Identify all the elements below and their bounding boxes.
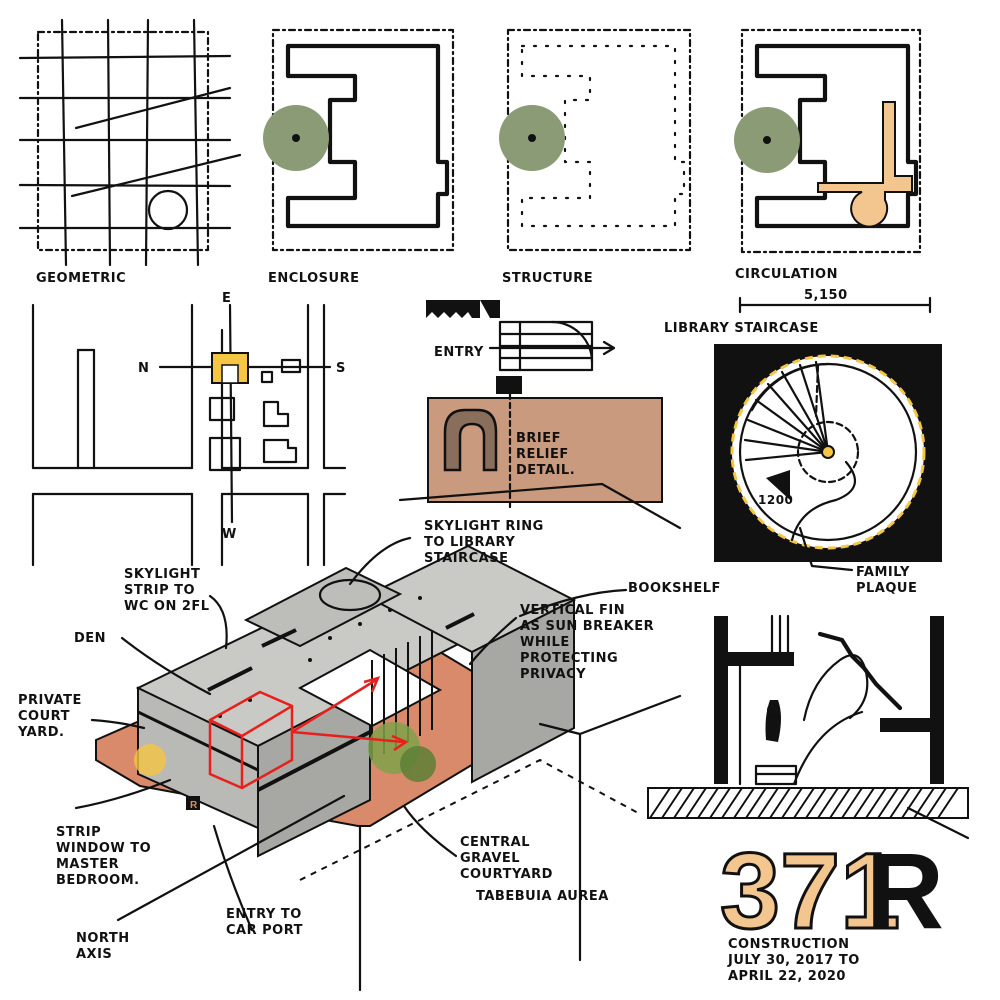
west-label: W [222, 527, 237, 542]
structure-diagram: STRUCTURE [499, 28, 692, 286]
structure-label: STRUCTURE [502, 271, 593, 286]
north-axis-line1: NORTH [76, 931, 130, 946]
vertical-fin-line5: PRIVACY [520, 667, 586, 682]
circulation-label: CIRCULATION [735, 267, 838, 282]
strip-window-line1: STRIP [56, 825, 101, 840]
strip-window-line2: WINDOW TO [56, 841, 151, 856]
strip-window-line4: BEDROOM. [56, 873, 140, 888]
construction-line3: APRIL 22, 2020 [728, 969, 846, 984]
skylight-ring-line3: STAIRCASE [424, 551, 508, 566]
vertical-fin-line2: AS SUN BREAKER [520, 619, 654, 634]
vertical-fin-line4: PROTECTING [520, 651, 618, 666]
svg-text:R: R [190, 800, 198, 811]
geometric-diagram: GEOMETRIC [18, 18, 242, 286]
enclosure-diagram: ENCLOSURE [263, 28, 455, 286]
north-axis-line2: AXIS [76, 947, 112, 962]
project-title: 371 R CONSTRUCTION JULY 30, 2017 TO APRI… [719, 829, 945, 985]
relief-line2: RELIEF [516, 447, 569, 462]
library-staircase-plan: 5,150 LIBRARY STAIRCASE 1200 FAMILY PLAQ… [664, 288, 942, 596]
entry-section: ENTRY BRIEF RELIEF DETAIL. [398, 300, 682, 530]
entry-label: ENTRY [434, 345, 484, 360]
skylight-strip-line3: WC ON 2FL [124, 599, 210, 614]
bookshelf-label: BOOKSHELF [628, 581, 721, 596]
tabebuia-label: TABEBUIA AUREA [476, 889, 609, 904]
den-label: DEN [74, 631, 106, 646]
plaque-line2: PLAQUE [856, 581, 917, 596]
private-court-line3: YARD. [17, 725, 64, 740]
dimension-label: 5,150 [804, 288, 848, 303]
skylight-strip-line2: STRIP TO [124, 583, 195, 598]
entry-carport-line1: ENTRY TO [226, 907, 302, 922]
central-gravel-line2: GRAVEL [460, 851, 520, 866]
strip-window-line3: MASTER [56, 857, 119, 872]
relief-line3: DETAIL. [516, 463, 575, 478]
vertical-fin-line1: VERTICAL FIN [520, 603, 625, 618]
skylight-ring-line2: TO LIBRARY [424, 535, 515, 550]
radius-dimension: 1200 [758, 493, 793, 507]
relief-motif [443, 408, 498, 472]
skylight-strip-line1: SKYLIGHT [124, 567, 200, 582]
entry-carport-line2: CAR PORT [226, 923, 303, 938]
circulation-path [817, 101, 913, 228]
skylight-ring-line1: SKYLIGHT RING [424, 519, 544, 534]
private-court-line2: COURT [18, 709, 70, 724]
project-letter: R [866, 830, 944, 951]
circulation-diagram: CIRCULATION [734, 28, 922, 282]
library-staircase-title: LIBRARY STAIRCASE [664, 321, 819, 336]
east-label: E [222, 291, 231, 306]
stair-section [647, 614, 970, 840]
central-gravel-line1: CENTRAL [460, 835, 530, 850]
geometric-label: GEOMETRIC [36, 271, 126, 286]
private-court-line1: PRIVATE [18, 693, 82, 708]
north-label: N [138, 361, 149, 376]
central-gravel-line3: COURTYARD [460, 867, 553, 882]
annotation-leaders [74, 536, 628, 932]
vertical-fin-line3: WHILE [520, 635, 570, 650]
south-label: S [336, 361, 346, 376]
site-map: E N S W [31, 291, 347, 567]
construction-line1: CONSTRUCTION [728, 937, 849, 952]
project-number: 371 [720, 830, 900, 951]
axonometric-house: R [95, 544, 682, 992]
relief-line1: BRIEF [516, 431, 561, 446]
enclosure-label: ENCLOSURE [268, 271, 359, 286]
construction-line2: JULY 30, 2017 TO [727, 953, 860, 968]
plaque-line1: FAMILY [856, 565, 910, 580]
